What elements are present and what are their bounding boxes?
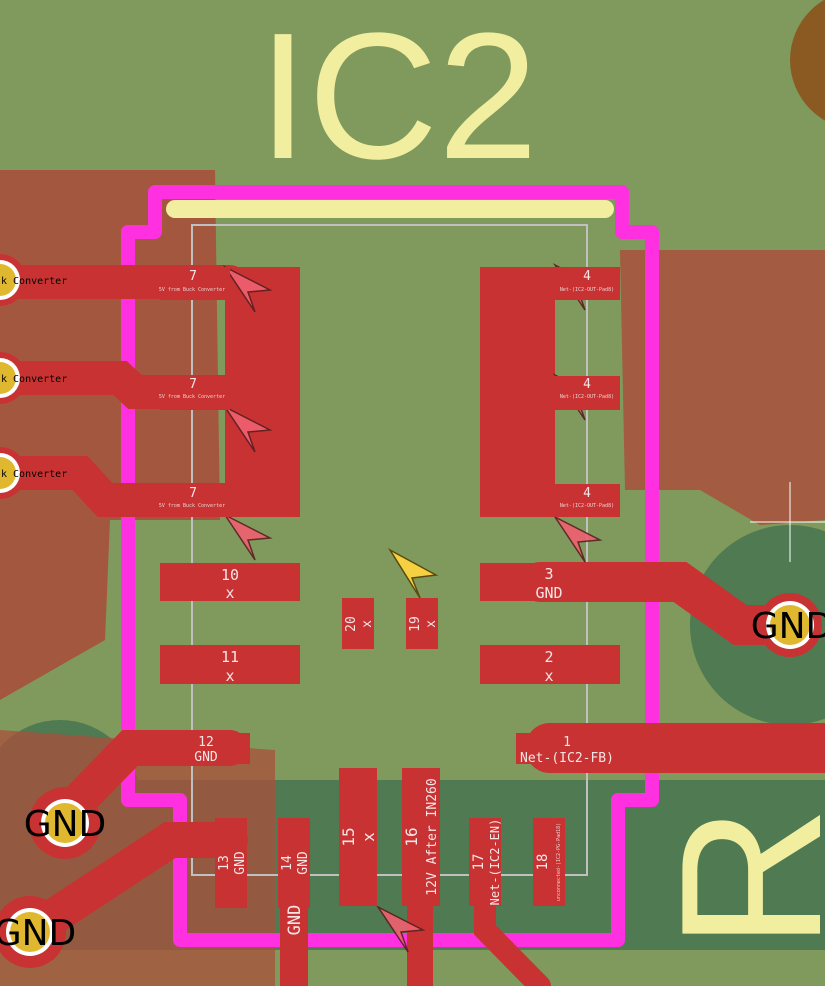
pad-label: x xyxy=(359,832,378,842)
pad-4-thermal[interactable] xyxy=(480,267,555,517)
pad-label: 5V from Buck Converter xyxy=(159,394,225,400)
via[interactable]: k Converter xyxy=(0,447,67,499)
pad-label: GND xyxy=(535,584,562,602)
pad-label: 20 xyxy=(344,616,359,632)
pad-label: 10 xyxy=(221,566,239,584)
pad-label: 7 xyxy=(189,269,197,284)
pad-label: 7 xyxy=(189,486,197,501)
pad-label: Net-(IC2-FB) xyxy=(520,751,614,766)
pad-18[interactable]: 18 unconnected-(IC2-PG-Pad18) xyxy=(533,818,565,906)
pad-label: 5V from Buck Converter xyxy=(159,503,225,509)
via[interactable]: k Converter xyxy=(0,254,67,306)
pad-label: Net-(IC2-OUT-Pad8) xyxy=(560,394,614,400)
pad-label: 11 xyxy=(221,648,239,666)
pad-label: 19 xyxy=(408,616,423,632)
pad-label: 13 xyxy=(217,855,232,871)
svg-text:GND: GND xyxy=(751,606,825,647)
pad-label: 3 xyxy=(544,565,553,583)
pad-label: 4 xyxy=(583,377,591,392)
pad-2[interactable]: 2x xyxy=(480,645,620,685)
via[interactable]: k Converter xyxy=(0,352,67,404)
trace-net-label: GND xyxy=(285,905,305,936)
pad-label: x xyxy=(225,584,234,602)
pad-label: 16 xyxy=(402,827,421,846)
via-net-label: k Converter xyxy=(1,469,67,480)
via-gnd[interactable]: GND xyxy=(751,593,825,657)
pad-7b[interactable]: 7 5V from Buck Converter xyxy=(159,376,230,410)
pad-label: x xyxy=(225,667,234,685)
pad-label: 4 xyxy=(583,269,591,284)
pad-label: Net-(IC2-OUT-Pad8) xyxy=(560,503,614,509)
pad-label: 14 xyxy=(280,855,295,871)
copper-zone-left xyxy=(0,170,220,700)
pad-label: Net-(IC2-OUT-Pad8) xyxy=(560,287,614,293)
copper-zone-right xyxy=(620,250,825,525)
fab-outline xyxy=(191,224,588,876)
pad-label: GND xyxy=(194,750,218,765)
pad-label: 5V from Buck Converter xyxy=(159,287,225,293)
via-gnd[interactable]: GND xyxy=(24,787,107,859)
pad-label: x xyxy=(360,620,375,628)
reference-designator: IC2 xyxy=(258,0,538,197)
via-net-label: k Converter xyxy=(1,276,67,287)
pad-16[interactable]: 16 12V After IN260 xyxy=(402,768,440,906)
pad-label: GND xyxy=(296,851,311,875)
pad-label: 7 xyxy=(189,377,197,392)
pad-label: 12V After IN260 xyxy=(425,778,440,895)
pad-label: GND xyxy=(233,851,248,875)
pad-label: x xyxy=(544,667,553,685)
pad-label: 18 xyxy=(535,854,551,871)
pad-label: 2 xyxy=(544,648,553,666)
pad-7c[interactable]: 7 5V from Buck Converter xyxy=(159,484,230,517)
pad-7a[interactable]: 7 5V from Buck Converter xyxy=(159,267,230,300)
pad-label: x xyxy=(424,620,439,628)
vias: k Converter k Converter k Converter GND … xyxy=(0,254,825,968)
svg-text:GND: GND xyxy=(24,804,107,845)
pad-label: 12 xyxy=(198,735,214,750)
cursor-arrow-icon xyxy=(387,547,439,599)
via-gnd[interactable]: GND xyxy=(0,896,76,968)
pad-label: 4 xyxy=(583,486,591,501)
pad-7-thermal[interactable] xyxy=(225,267,300,517)
pad-label: Net-(IC2-EN) xyxy=(488,819,502,906)
pad-11[interactable]: 11x xyxy=(160,645,300,685)
svg-text:GND: GND xyxy=(0,913,76,954)
pad-10[interactable]: 10x xyxy=(160,563,300,602)
pad-label: 15 xyxy=(339,827,358,846)
copper-zone-top-right xyxy=(790,0,825,121)
pad-label: unconnected-(IC2-PG-Pad18) xyxy=(556,823,562,901)
crosshair-icon xyxy=(750,482,825,562)
side-reference: R xyxy=(640,806,825,950)
pad-label: 17 xyxy=(471,854,487,871)
via-net-label: k Converter xyxy=(1,374,67,385)
pad-label: 1 xyxy=(563,735,571,750)
courtyard-outline xyxy=(121,185,659,947)
